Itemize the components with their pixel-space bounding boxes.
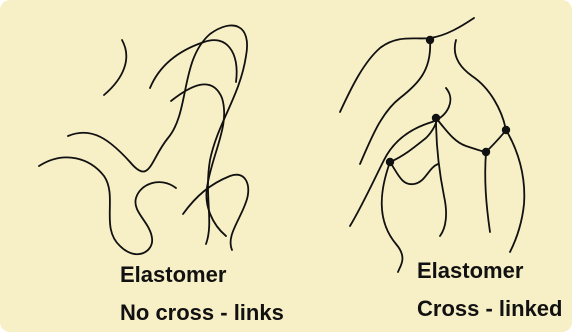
- uncrosslinked-chains: [39, 25, 248, 254]
- chain-2: [104, 40, 126, 95]
- crosslink-dot: [482, 148, 490, 156]
- chain-5: [39, 157, 176, 254]
- xl-chain-1: [340, 18, 474, 112]
- right-title: Elastomer: [417, 258, 523, 284]
- xl-chain-10: [506, 130, 524, 252]
- crosslink-dot: [502, 126, 510, 134]
- xl-chain-5: [390, 118, 437, 162]
- chain-4: [171, 84, 226, 236]
- xl-chain-4: [382, 162, 403, 272]
- right-subtitle: Cross - linked: [417, 296, 562, 322]
- crosslink-dot: [426, 36, 434, 44]
- chain-6: [183, 175, 248, 250]
- xl-chain-12: [390, 162, 438, 184]
- crosslink-dot: [432, 114, 440, 122]
- xl-chain-9: [455, 40, 506, 130]
- xl-chain-6: [436, 118, 486, 152]
- left-title: Elastomer: [120, 262, 226, 288]
- xl-chain-8: [486, 130, 506, 152]
- xl-chain-11: [485, 152, 490, 232]
- crosslinked-chains: [340, 18, 524, 272]
- left-subtitle: No cross - links: [120, 300, 284, 326]
- xl-chain-7: [436, 118, 446, 236]
- crosslink-dot: [386, 158, 394, 166]
- chain-3: [150, 40, 237, 88]
